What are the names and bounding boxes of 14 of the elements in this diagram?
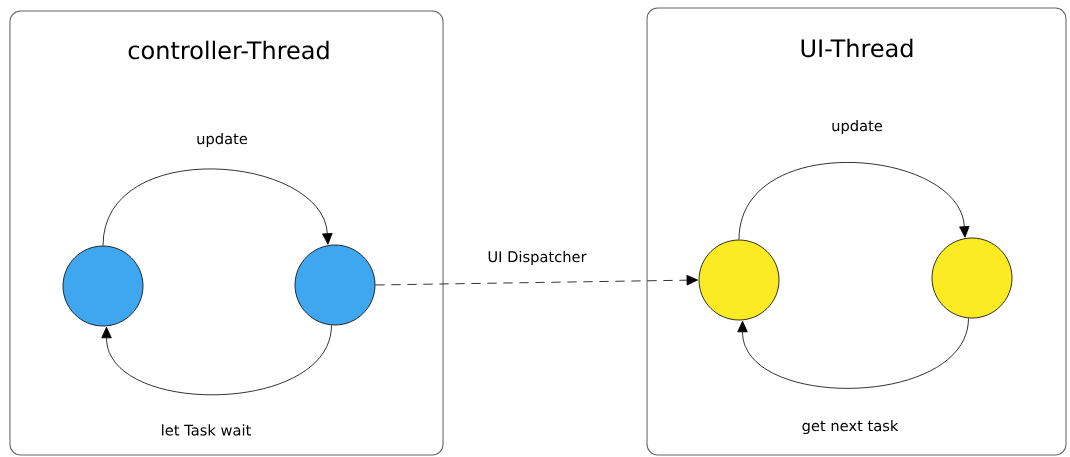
edge-label: get next task — [800, 418, 900, 436]
state-circle — [62, 245, 144, 327]
arrow — [738, 162, 970, 240]
edge-label: update — [829, 118, 885, 136]
edge-label: update — [194, 131, 250, 149]
edge-label: let Task wait — [159, 423, 253, 437]
state-circle — [698, 239, 780, 321]
state-circle — [294, 244, 376, 326]
arrow — [737, 317, 969, 389]
arrow — [101, 324, 332, 396]
arrow — [102, 168, 333, 246]
arrow — [375, 274, 698, 286]
state-circle — [931, 237, 1013, 319]
edge-label: UI Dispatcher — [486, 249, 588, 267]
